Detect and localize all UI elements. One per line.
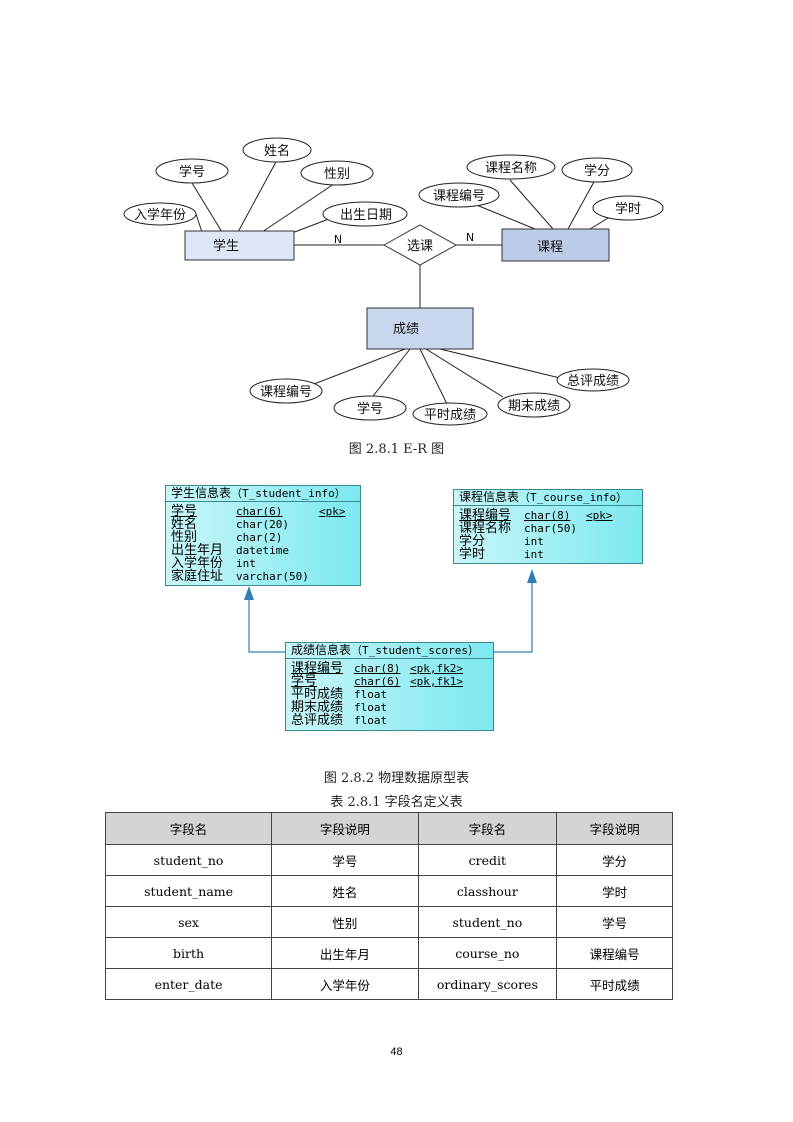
student-attr-2: 姓名 — [264, 143, 290, 159]
course-attr-4: 学时 — [615, 201, 641, 217]
table-cell: classhour — [417, 875, 558, 907]
table-cell: 课程编号 — [556, 937, 673, 969]
table-cell: birth — [104, 937, 273, 969]
student-attr-1: 学号 — [179, 164, 205, 180]
student-attr-4: 出生日期 — [340, 208, 392, 223]
course-table-title: 课程信息表 — [459, 490, 520, 504]
table-cell: student_name — [104, 875, 273, 907]
scores-attr-3: 平时成绩 — [424, 408, 476, 423]
page-number: 48 — [390, 1046, 403, 1058]
table-cell: 入学年份 — [271, 968, 419, 1000]
er-diagram: 学号 姓名 性别 出生日期 入学年份 学生 选课 N N 课程 课程名称 学分 … — [123, 137, 664, 426]
entity-scores-box — [366, 307, 474, 350]
course-attr-2: 学分 — [584, 163, 610, 179]
student-table-title-en: （T_student_info） — [231, 487, 346, 500]
student-attr-5: 入学年份 — [134, 207, 186, 223]
table-cell: 学号 — [271, 844, 419, 876]
entity-scores-label: 成绩 — [393, 322, 419, 337]
card-left: N — [334, 233, 342, 246]
table-header-row: 字段名 字段说明 字段名 字段说明 — [104, 812, 673, 845]
caption-er: 图 2.8.1 E-R 图 — [348, 442, 445, 457]
course-table-title-en: （T_course_info） — [519, 491, 628, 504]
scores-table-title-en: （T_student_scores） — [351, 644, 479, 657]
col-header: 字段说明 — [271, 812, 419, 845]
col-header: 字段名 — [104, 812, 273, 845]
arrow-to-course-icon — [527, 569, 537, 583]
scores-attr-1: 课程编号 — [260, 385, 312, 400]
table-row: enter_date 入学年份 ordinary_scores 平时成绩 — [104, 968, 673, 1000]
table-cell: sex — [104, 906, 273, 938]
table-row: student_no 学号 credit 学分 — [104, 844, 673, 876]
caption-physical: 图 2.8.2 物理数据原型表 — [323, 771, 470, 786]
table-cell: student_no — [104, 844, 273, 876]
course-attr-3: 课程编号 — [433, 189, 485, 204]
scores-attr-4: 期末成绩 — [508, 399, 560, 414]
table-cell: ordinary_scores — [417, 968, 558, 1000]
relation-diamond — [382, 224, 458, 266]
relation-label: 选课 — [407, 239, 433, 254]
entity-student-label: 学生 — [213, 238, 239, 254]
col-header: 字段名 — [417, 812, 558, 845]
table-row: sex 性别 student_no 学号 — [104, 906, 673, 938]
scores-attr-5: 总评成绩 — [567, 374, 619, 389]
relation-connectors — [244, 569, 537, 653]
card-right: N — [466, 231, 474, 244]
entity-course-box — [501, 228, 610, 262]
table-cell: credit — [417, 844, 558, 876]
table-cell: 学时 — [556, 875, 673, 907]
caption-table: 表 2.8.1 字段名定义表 — [330, 795, 463, 810]
table-cell: course_no — [417, 937, 558, 969]
scores-table-title: 成绩信息表 — [291, 643, 352, 657]
col-header: 字段说明 — [556, 812, 673, 845]
field-definition-table: 字段名 字段说明 字段名 字段说明 student_no 学号 credit 学… — [104, 812, 673, 1000]
table-cell: 学号 — [556, 906, 673, 938]
table-cell: 平时成绩 — [556, 968, 673, 1000]
table-cell: 出生年月 — [271, 937, 419, 969]
table-cell: 性别 — [271, 906, 419, 938]
entity-course-label: 课程 — [537, 240, 563, 255]
entity-student-box — [184, 230, 295, 261]
table-cell: 学分 — [556, 844, 673, 876]
table-cell: enter_date — [104, 968, 273, 1000]
table-cell: student_no — [417, 906, 558, 938]
student-attr-3: 性别 — [324, 167, 350, 182]
table-row: student_name 姓名 classhour 学时 — [104, 875, 673, 907]
scores-attr-2: 学号 — [357, 401, 383, 417]
student-table-title: 学生信息表 — [171, 486, 232, 500]
table-cell: 姓名 — [271, 875, 419, 907]
table-row: birth 出生年月 course_no 课程编号 — [104, 937, 673, 969]
arrow-to-student-icon — [244, 586, 254, 600]
course-attr-1: 课程名称 — [485, 160, 537, 176]
